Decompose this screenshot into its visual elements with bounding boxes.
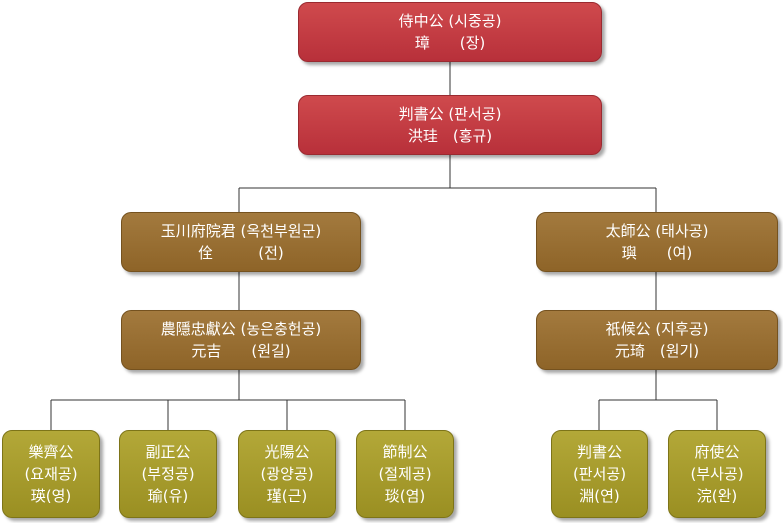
node-jeolje-title: 節制公	[382, 443, 428, 461]
node-busa: 府使公 (부사공) 浣(완)	[668, 430, 766, 518]
node-panseo2: 判書公 (판서공) 淵(연)	[551, 430, 648, 518]
node-nongeun-name: 元吉 (원길)	[191, 342, 291, 360]
node-jeolje-name: 琰(염)	[384, 487, 426, 505]
node-bujeong: 副正公 (부정공) 瑜(유)	[119, 430, 217, 518]
node-busa-title: 府使公	[694, 443, 740, 461]
node-gwangyang-title: 光陽公	[264, 443, 310, 461]
node-okcheon-title: 玉川府院君 (옥천부원군)	[160, 222, 322, 240]
node-taesa-name: 璵 (여)	[621, 244, 693, 262]
node-taesa-title: 太師公 (태사공)	[605, 222, 709, 240]
node-okcheon-name: 佺 (전)	[198, 244, 284, 262]
node-bujeong-title: 副正公	[145, 443, 191, 461]
node-busa-reading: (부사공)	[690, 465, 744, 483]
node-panseo-title: 判書公 (판서공)	[398, 105, 502, 123]
node-yojae-title: 樂齊公	[28, 443, 74, 461]
node-jihu-title: 祇候公 (지후공)	[605, 320, 709, 338]
node-jeolje: 節制公 (절제공) 琰(염)	[356, 430, 454, 518]
node-okcheon: 玉川府院君 (옥천부원군) 佺 (전)	[121, 212, 361, 272]
node-yojae-reading: (요재공)	[24, 465, 78, 483]
node-panseo2-name: 淵(연)	[579, 487, 620, 505]
node-nongeun: 農隱忠獻公 (농은충헌공) 元吉 (원길)	[121, 310, 361, 370]
node-sijung-name: 璋 (장)	[414, 34, 486, 52]
node-gwangyang: 光陽公 (광양공) 瑾(근)	[238, 430, 336, 518]
node-jeolje-reading: (절제공)	[378, 465, 432, 483]
node-jihu-name: 元琦 (원기)	[614, 342, 700, 360]
node-panseo-name: 洪珪 (홍규)	[407, 127, 493, 145]
node-sijung: 侍中公 (시중공) 璋 (장)	[298, 2, 602, 62]
node-yojae: 樂齊公 (요재공) 瑛(영)	[2, 430, 100, 518]
node-taesa: 太師公 (태사공) 璵 (여)	[536, 212, 778, 272]
node-gwangyang-name: 瑾(근)	[266, 487, 308, 505]
node-yojae-name: 瑛(영)	[30, 487, 72, 505]
node-panseo2-reading: (판서공)	[572, 465, 627, 483]
node-busa-name: 浣(완)	[696, 487, 738, 505]
node-panseo: 判書公 (판서공) 洪珪 (홍규)	[298, 95, 602, 155]
node-gwangyang-reading: (광양공)	[260, 465, 314, 483]
node-jihu: 祇候公 (지후공) 元琦 (원기)	[536, 310, 778, 370]
node-sijung-title: 侍中公 (시중공)	[398, 12, 502, 30]
node-bujeong-reading: (부정공)	[141, 465, 195, 483]
node-bujeong-name: 瑜(유)	[147, 487, 189, 505]
node-panseo2-title: 判書公	[576, 443, 622, 461]
node-nongeun-title: 農隱忠獻公 (농은충헌공)	[160, 320, 322, 338]
